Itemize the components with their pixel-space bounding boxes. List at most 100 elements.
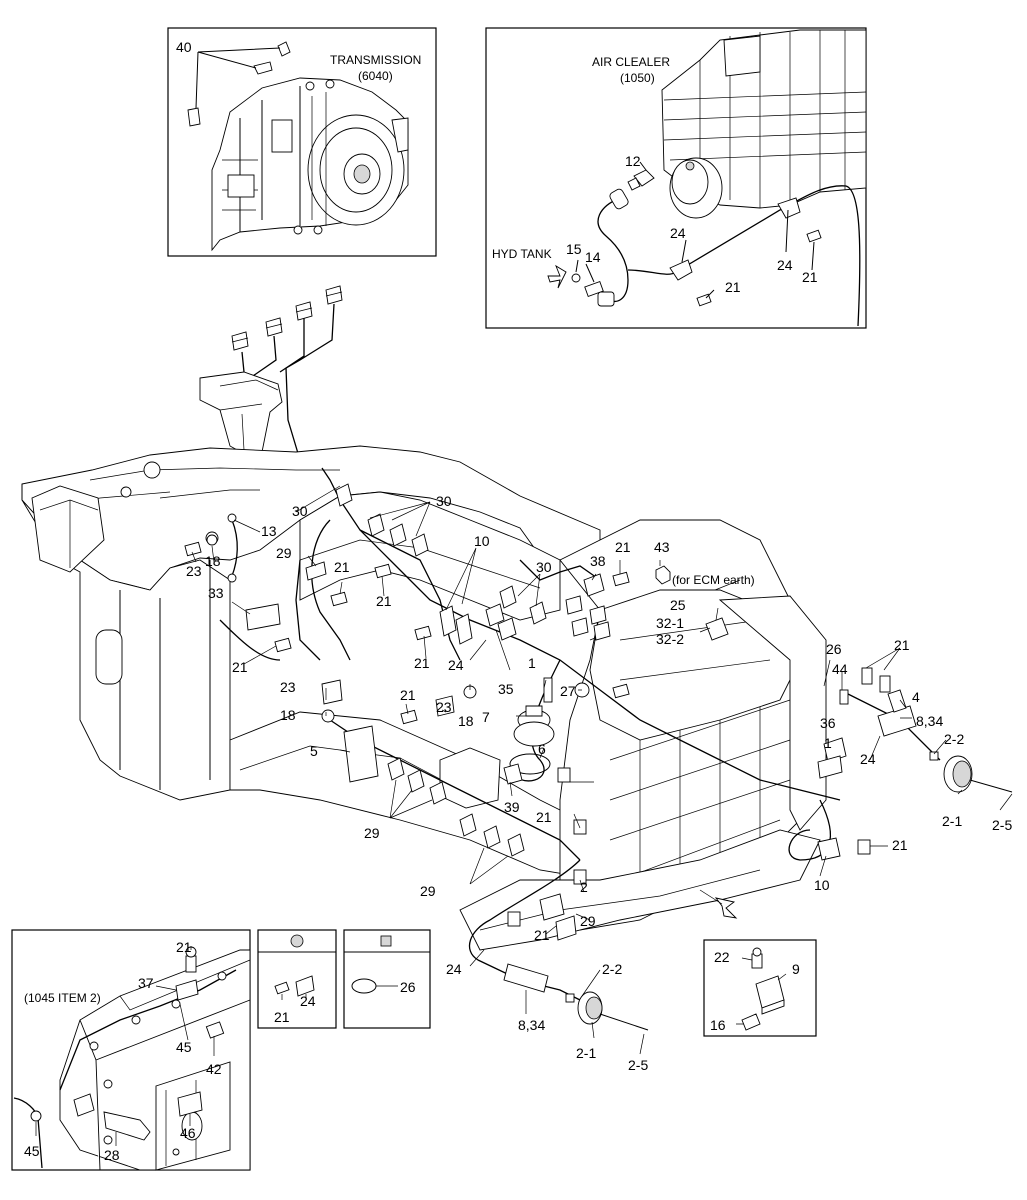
callout-15: 15 [566,241,582,257]
bolt-21 [274,981,290,995]
callout-30: 30 [536,559,552,575]
callout-4: 4 [912,689,920,705]
callout-26: 26 [826,641,842,657]
callout-18: 18 [280,707,296,723]
callout-27: 27 [560,683,576,699]
main-small-parts [184,483,1013,1031]
callout-23: 23 [186,563,202,579]
callout-22: 22 [714,949,730,965]
callout-21: 21 [400,687,416,703]
callout-5: 5 [310,743,318,759]
transmission-drawing [211,77,409,252]
callout-21: 21 [414,655,430,671]
callout-29: 29 [580,913,596,929]
callout-6: 6 [538,741,546,757]
part-5-plate [343,725,379,783]
hyd-tank-arrow [547,264,567,289]
callout-8-34: 8,34 [518,1017,545,1033]
callout-18: 18 [458,713,474,729]
callout-42: 42 [206,1061,222,1077]
callout-40: 40 [176,39,192,55]
detail-9-box: 22 9 16 [703,939,817,1037]
part-6-ring [509,753,551,775]
callout-2-1: 2-1 [942,813,962,829]
callout-13: 13 [261,523,277,539]
clip-29-group [305,561,525,857]
item-2-wire [59,969,237,1091]
bulb-2-2 [565,993,575,1003]
rear-cover [718,595,827,831]
hood-top [589,589,801,741]
callout-43: 43 [654,539,670,555]
legend-square-box: 26 [343,929,431,1029]
lower-bracket-parts [539,893,577,941]
callout-9: 9 [792,961,800,977]
washer-18 [321,709,335,723]
callout-7: 7 [482,709,490,725]
callout-24: 24 [670,225,686,241]
callout-21: 21 [725,279,741,295]
part-42 [205,1021,225,1039]
part-32 [705,617,729,641]
part-10 [439,605,473,645]
callout-33: 33 [208,585,224,601]
clip-45 [30,1110,42,1122]
part-13-cable [231,519,238,577]
bracket-40c [187,107,201,127]
callout-35: 35 [498,681,514,697]
callout-2-2: 2-2 [602,961,622,977]
callout-24: 24 [300,993,316,1009]
connector-group-center [565,595,611,641]
part-44 [839,689,849,705]
callout-39: 39 [504,799,520,815]
washer-18 [206,534,218,546]
callout-2-2: 2-2 [944,731,964,747]
frame-post-left [31,485,105,573]
lower-bracket [439,747,501,809]
callout-21: 21 [892,837,908,853]
left-tower [199,371,283,457]
bulb-2-2 [929,751,939,761]
air-cleaner-inset: AIR CLEALER (1050) HYD TANK 12 15 14 24 … [485,27,867,329]
part-46 [177,1091,203,1117]
part-39 [503,763,523,785]
callout-21: 21 [232,659,248,675]
item-2-inset: (1045 ITEM 2) 21 37 45 42 45 28 46 [11,929,251,1171]
callout-21: 21 [536,809,552,825]
callout-10: 10 [814,877,830,893]
callout-45: 45 [24,1143,40,1159]
callout-21: 21 [376,593,392,609]
callout-32-2: 32-2 [656,631,684,647]
callout-21: 21 [176,939,192,955]
callout-29: 29 [420,883,436,899]
callout-18: 18 [205,553,221,569]
callout-38: 38 [590,553,606,569]
sensor-12 [627,169,655,191]
callout-36: 36 [820,715,836,731]
part-4 [887,689,907,713]
air-cleaner-ref: (1050) [620,71,655,85]
callout-21: 21 [534,927,550,943]
callout-21: 21 [615,539,631,555]
callout-21: 21 [274,1009,290,1025]
bolt-21 [185,955,197,973]
main-callouts: 30 30 13 23 18 29 21 21 33 21 10 30 38 2… [186,493,1012,1073]
callout-12: 12 [625,153,641,169]
callout-23: 23 [436,699,452,715]
callout-14: 14 [585,249,601,265]
callout-32-1: 32-1 [656,615,684,631]
washer-15 [571,273,581,283]
nut-43 [655,565,671,585]
square-marker-icon [380,935,392,947]
bolt-35 [543,677,553,703]
callout-24: 24 [777,257,793,273]
air-cleaner-harness [597,197,629,303]
callout-1: 1 [824,735,832,751]
part-23 [435,695,455,717]
part-28 [103,1111,151,1141]
callout-29: 29 [276,545,292,561]
bottom-plate [459,829,821,951]
clip-16 [741,1013,761,1031]
transmission-ref: (6040) [358,69,393,83]
